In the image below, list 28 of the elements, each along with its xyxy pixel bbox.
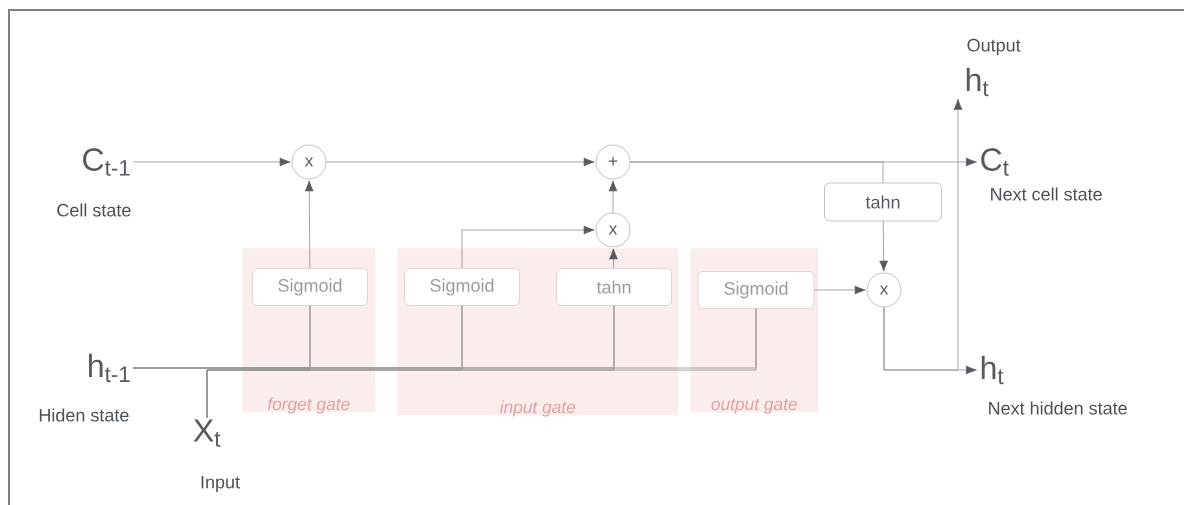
state-caption: Cell state: [57, 203, 131, 217]
function-box: tahn: [556, 268, 672, 306]
state-symbol: h$_{t}$: [966, 67, 989, 97]
state-caption: Output: [967, 38, 1021, 56]
connector: [629, 161, 884, 184]
function-box: Sigmoid: [697, 271, 815, 309]
state-symbol: C$_{t}$: [981, 148, 1009, 176]
state-caption: Hiden state: [39, 408, 129, 422]
connector: [461, 225, 595, 269]
state-symbol: C$_{t-1}$: [83, 148, 130, 176]
connector: [206, 308, 757, 419]
connector: [304, 180, 314, 269]
state-symbol: h$_{t}$: [981, 355, 1004, 385]
state-symbol: h$_{t-1}$: [89, 353, 130, 383]
connector: [879, 220, 889, 272]
state-caption: Next cell state: [991, 187, 1102, 201]
connector: [132, 157, 291, 167]
connector: [325, 157, 595, 167]
connector: [813, 285, 866, 295]
state-symbol: X$_{t}$: [193, 419, 221, 447]
function-box: tahn: [824, 182, 942, 222]
connector: [609, 248, 618, 269]
connector: [883, 98, 963, 371]
function-box: Sigmoid: [404, 268, 520, 306]
function-box: Sigmoid: [252, 268, 368, 306]
state-caption: Input: [201, 475, 240, 493]
connector: [608, 180, 618, 214]
state-caption: Next hidden state: [989, 401, 1127, 415]
